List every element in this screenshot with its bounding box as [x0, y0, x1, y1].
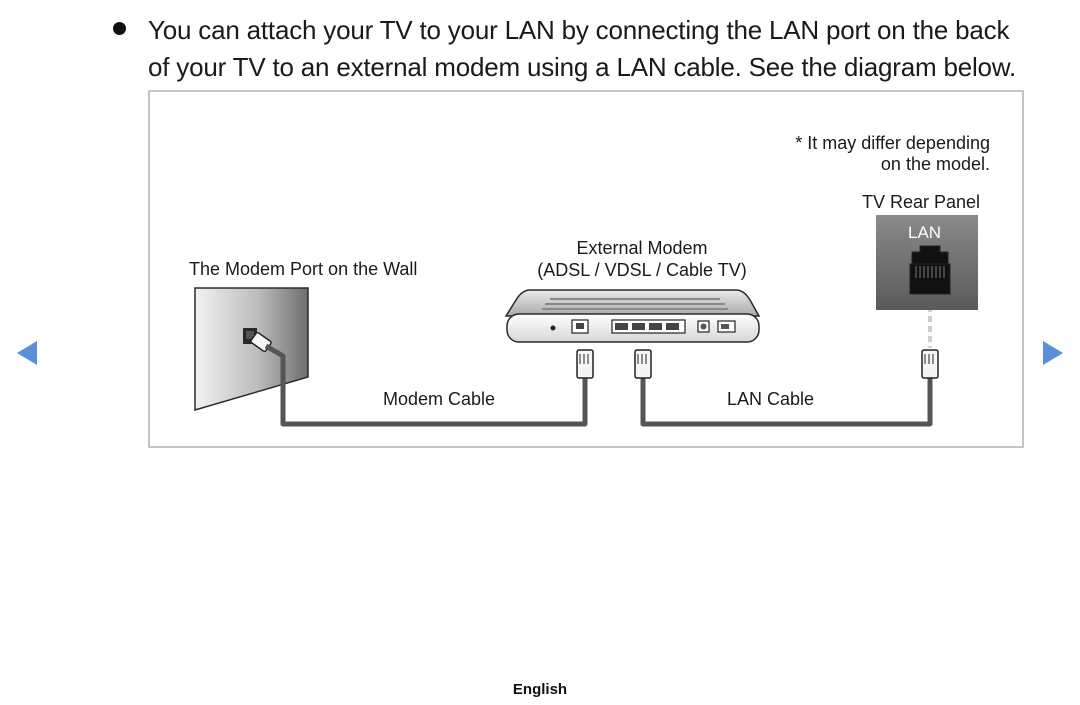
- lan-port-label: LAN: [908, 223, 942, 242]
- connection-diagram: * It may differ depending on the model. …: [148, 90, 1024, 448]
- external-modem-label-line-2: (ADSL / VDSL / Cable TV): [537, 260, 747, 280]
- modem-cable: [264, 343, 588, 427]
- bullet-icon: [113, 22, 126, 35]
- lan-cable: [640, 376, 933, 427]
- modem-icon: [504, 289, 761, 343]
- diagram-artwork: [194, 215, 978, 427]
- external-modem-label-line-1: External Modem: [576, 238, 708, 258]
- wall-outlet: [194, 287, 309, 412]
- lan-port-icon: [909, 245, 951, 295]
- modem-cable-label: Modem Cable: [383, 389, 496, 409]
- intro-paragraph: You can attach your TV to your LAN by co…: [148, 12, 1038, 86]
- rj45-plug-icon: [576, 349, 939, 379]
- wall-port-label: The Modem Port on the Wall: [189, 259, 418, 279]
- model-note-line-1: * It may differ depending: [795, 133, 990, 153]
- external-modem-label: External Modem (ADSL / VDSL / Cable TV): [520, 237, 764, 281]
- model-note-line-2: on the model.: [880, 154, 990, 174]
- previous-page-icon[interactable]: [17, 341, 37, 365]
- footer-language: English: [512, 681, 568, 698]
- model-note: * It may differ depending on the model.: [795, 133, 990, 175]
- intro-paragraph-line-2: of your TV to an external modem using a …: [148, 52, 1016, 82]
- lan-cable-label: LAN Cable: [727, 389, 815, 409]
- next-page-icon[interactable]: [1043, 341, 1063, 365]
- intro-paragraph-line-1: You can attach your TV to your LAN by co…: [148, 15, 1010, 45]
- tv-rear-panel-label: TV Rear Panel: [862, 192, 981, 212]
